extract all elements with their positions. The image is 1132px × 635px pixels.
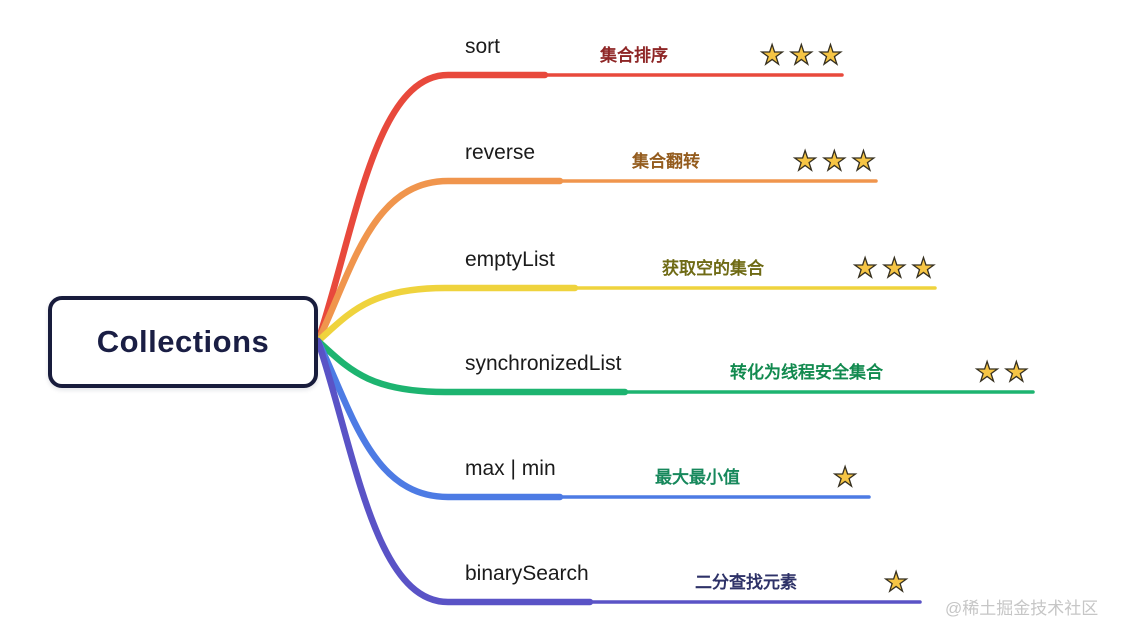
branch-line-emptylist xyxy=(314,284,579,345)
branch-line-reverse xyxy=(314,177,564,345)
branch-desc-binarysearch: 二分查找元素 xyxy=(695,573,797,592)
star-rating-maxmin: ★ xyxy=(832,462,863,493)
branch-label-sort: sort xyxy=(465,35,501,58)
branch-label-maxmin: max | min xyxy=(465,457,556,480)
root-node-collections: Collections xyxy=(48,296,318,388)
star-rating-binarysearch: ★ xyxy=(883,567,914,598)
branch-label-emptylist: emptyList xyxy=(465,248,555,271)
star-rating-reverse: ★★★ xyxy=(792,146,881,177)
branch-line-maxmin xyxy=(314,337,564,501)
branch-desc-emptylist: 获取空的集合 xyxy=(662,259,764,278)
star-rating-synchronizedlist: ★★ xyxy=(974,357,1034,388)
star-rating-emptylist: ★★★ xyxy=(852,253,941,284)
branch-label-reverse: reverse xyxy=(465,141,536,164)
branch-line-binarysearch xyxy=(314,337,594,606)
branch-line-synchronizedlist xyxy=(314,337,629,396)
branch-desc-maxmin: 最大最小值 xyxy=(655,468,740,487)
root-node-label: Collections xyxy=(96,324,270,359)
branch-desc-sort: 集合排序 xyxy=(600,46,668,65)
juejin-watermark: @稀土掘金技术社区 xyxy=(945,599,1099,618)
branch-label-binarysearch: binarySearch xyxy=(465,562,589,585)
star-rating-sort: ★★★ xyxy=(759,40,848,71)
branch-label-synchronizedlist: synchronizedList xyxy=(465,352,622,375)
branch-line-sort xyxy=(314,71,549,345)
branch-desc-reverse: 集合翻转 xyxy=(632,152,700,171)
branch-desc-synchronizedlist: 转化为线程安全集合 xyxy=(730,363,883,382)
